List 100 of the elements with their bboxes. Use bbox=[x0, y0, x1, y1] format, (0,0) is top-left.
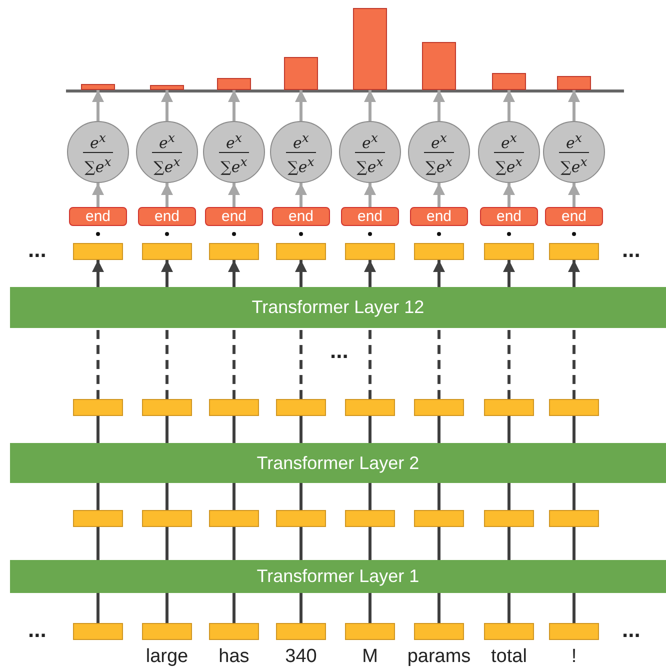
arrow bbox=[295, 90, 307, 121]
embedding-box bbox=[345, 399, 395, 416]
embedding-box bbox=[142, 243, 192, 260]
formula-numerator: e$^{x}$ bbox=[90, 128, 106, 152]
embedding-box bbox=[414, 510, 464, 527]
arrow bbox=[92, 183, 104, 207]
embedding-box bbox=[484, 623, 534, 640]
arrow bbox=[568, 90, 580, 121]
end-tag: end bbox=[341, 207, 399, 226]
formula-denominator: ∑e$^{x}$ bbox=[286, 152, 316, 176]
formula-denominator: ∑e$^{x}$ bbox=[494, 152, 524, 176]
embedding-box bbox=[73, 623, 123, 640]
probability-bar bbox=[492, 73, 526, 90]
embedding-box bbox=[549, 243, 599, 260]
formula-denominator: ∑e$^{x}$ bbox=[82, 152, 114, 176]
embedding-box bbox=[142, 623, 192, 640]
end-tag: end bbox=[545, 207, 603, 226]
transformer-layer-band: Transformer Layer 2 bbox=[10, 443, 666, 483]
embedding-box bbox=[209, 510, 259, 527]
connector-line bbox=[438, 328, 440, 399]
embedding-box bbox=[209, 243, 259, 260]
connector-line bbox=[508, 593, 510, 623]
embedding-box bbox=[345, 243, 395, 260]
arrow bbox=[433, 183, 445, 207]
connector-line bbox=[166, 483, 168, 510]
embedding-box bbox=[345, 510, 395, 527]
end-tag: end bbox=[272, 207, 330, 226]
embedding-box bbox=[276, 399, 326, 416]
formula-denominator: ∑e$^{x}$ bbox=[424, 152, 454, 176]
embedding-box bbox=[484, 399, 534, 416]
transformer-layer-band: Transformer Layer 12 bbox=[10, 287, 666, 328]
probability-bar bbox=[557, 76, 591, 90]
connector-line bbox=[572, 328, 576, 399]
embedding-box bbox=[549, 510, 599, 527]
connector-line bbox=[572, 483, 576, 510]
embedding-box bbox=[276, 243, 326, 260]
embedding-box bbox=[484, 243, 534, 260]
connector-line bbox=[508, 328, 510, 399]
end-tag: end bbox=[138, 207, 196, 226]
arrow bbox=[92, 260, 104, 287]
connector-line bbox=[438, 593, 440, 623]
arrow bbox=[161, 183, 173, 207]
ellipsis-text: ... bbox=[622, 617, 640, 643]
embedding-box bbox=[73, 399, 123, 416]
connector-line bbox=[96, 328, 100, 399]
arrow bbox=[92, 90, 104, 121]
connector-line bbox=[572, 416, 576, 443]
connector-line bbox=[572, 593, 576, 623]
formula-denominator: ∑e$^{x}$ bbox=[354, 152, 386, 176]
arrow bbox=[503, 183, 515, 207]
arrow bbox=[568, 183, 580, 207]
connector-line bbox=[368, 483, 372, 510]
connector-line bbox=[300, 527, 302, 560]
connector-line bbox=[300, 416, 302, 443]
arrow bbox=[433, 260, 445, 287]
connector-line bbox=[508, 527, 510, 560]
arrow bbox=[295, 260, 307, 287]
ellipsis-text: ... bbox=[28, 617, 46, 643]
end-tag: end bbox=[410, 207, 468, 226]
connector-line bbox=[508, 416, 510, 443]
connector-line bbox=[572, 527, 576, 560]
connector-line bbox=[232, 593, 236, 623]
embedding-box bbox=[142, 399, 192, 416]
arrow bbox=[161, 90, 173, 121]
probability-bar bbox=[81, 84, 115, 90]
formula-denominator: ∑e$^{x}$ bbox=[558, 152, 590, 176]
ellipsis-text: ... bbox=[330, 338, 348, 364]
arrow bbox=[503, 260, 515, 287]
arrow bbox=[568, 260, 580, 287]
formula-numerator: e$^{x}$ bbox=[501, 128, 517, 152]
embedding-box bbox=[414, 623, 464, 640]
embedding-box bbox=[345, 623, 395, 640]
transformer-layer-band: Transformer Layer 1 bbox=[10, 560, 666, 593]
formula-numerator: e$^{x}$ bbox=[566, 128, 582, 152]
formula-denominator: ∑e$^{x}$ bbox=[152, 152, 182, 176]
connector-line bbox=[300, 328, 302, 399]
arrow bbox=[295, 183, 307, 207]
formula-denominator: ∑e$^{x}$ bbox=[218, 152, 250, 176]
connector-line bbox=[96, 527, 100, 560]
embedding-box bbox=[414, 243, 464, 260]
arrow bbox=[228, 260, 240, 287]
connector-line bbox=[96, 483, 100, 510]
connector-line bbox=[166, 328, 168, 399]
connector-line bbox=[232, 527, 236, 560]
end-tag: end bbox=[205, 207, 263, 226]
embedding-box bbox=[549, 399, 599, 416]
embedding-box bbox=[73, 243, 123, 260]
end-tag: end bbox=[69, 207, 127, 226]
embedding-box bbox=[73, 510, 123, 527]
formula-numerator: e$^{x}$ bbox=[431, 128, 447, 152]
connector-line bbox=[438, 416, 440, 443]
connector-line bbox=[368, 593, 372, 623]
arrow bbox=[228, 183, 240, 207]
connector-line bbox=[300, 593, 302, 623]
connector-line bbox=[232, 416, 236, 443]
connector-line bbox=[166, 416, 168, 443]
connector-line bbox=[368, 527, 372, 560]
formula-numerator: e$^{x}$ bbox=[226, 128, 242, 152]
ellipsis-text: ... bbox=[622, 237, 640, 263]
embedding-box bbox=[276, 623, 326, 640]
